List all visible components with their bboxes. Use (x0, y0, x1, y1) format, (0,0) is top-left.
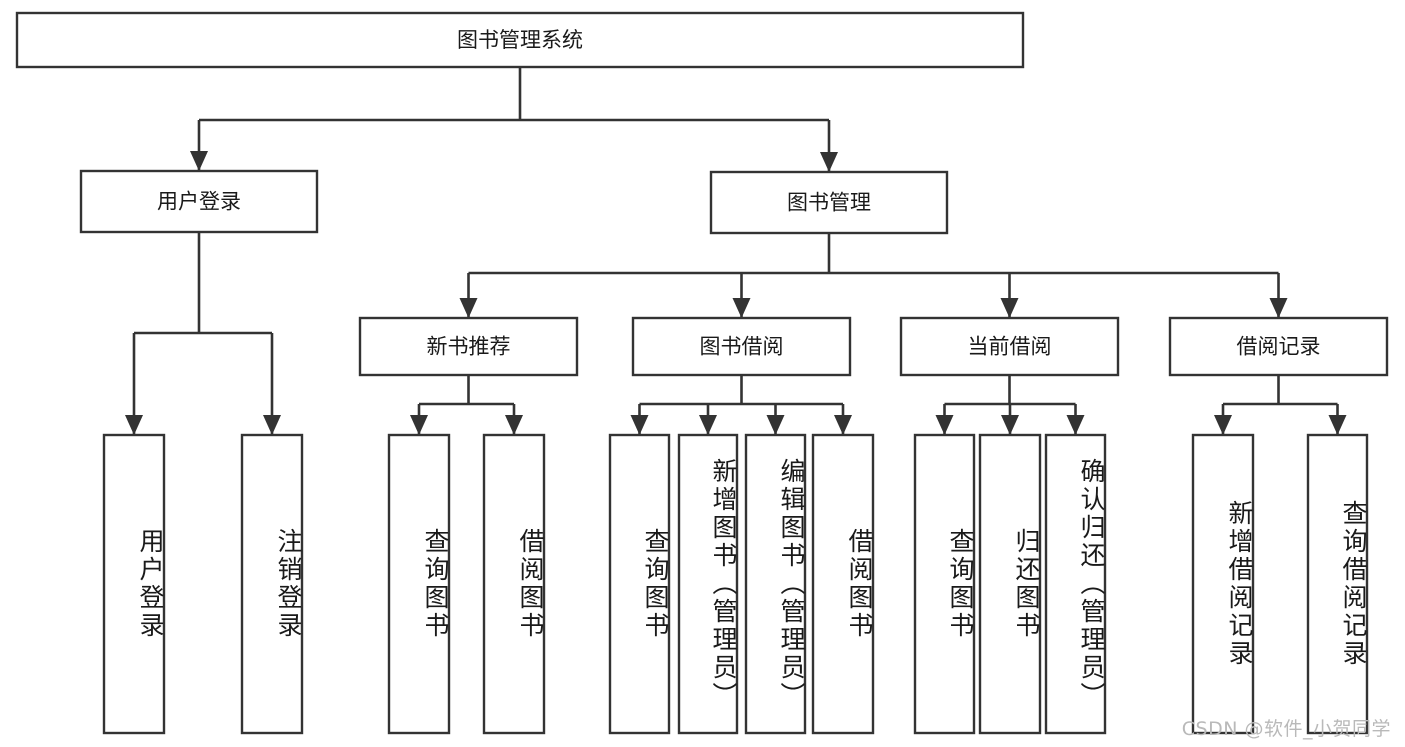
node-label-bb-borrow-book: 借阅图书 (845, 528, 874, 640)
node-book-manage[interactable]: 图书管理 (709, 170, 949, 235)
arrow-head-icon-bb-borrow-book (834, 415, 852, 435)
node-label-wrap-nbr-query-book: 查询图书 (421, 528, 450, 640)
node-bb-edit-book[interactable]: 编辑图书（管理员） (744, 433, 807, 735)
node-cb-confirm-ret[interactable]: 确认归还（管理员） (1044, 433, 1107, 735)
node-label-user-login: 用户登录 (157, 190, 241, 214)
node-box-current-borrow (899, 316, 1120, 377)
node-label-wrap-bb-borrow-book: 借阅图书 (845, 528, 874, 640)
node-box-bb-borrow-book (811, 433, 875, 735)
node-label-wrap-nbr-borrow-book: 借阅图书 (516, 528, 545, 640)
node-label-user-logout: 注销登录 (274, 528, 303, 640)
arrow-head-icon-bb-edit-book (766, 415, 785, 435)
node-nbr-query-book[interactable]: 查询图书 (387, 433, 451, 735)
node-label-new-book-rec: 新书推荐 (427, 335, 511, 359)
node-label-nbr-borrow-book: 借阅图书 (516, 528, 545, 640)
node-user-logout[interactable]: 注销登录 (240, 433, 304, 735)
arrow-head-icon-cb-query-book (935, 415, 954, 435)
node-cb-query-book[interactable]: 查询图书 (913, 433, 976, 735)
arrow-head-icon-user-login (190, 151, 208, 171)
arrow-head-icon-nbr-borrow-book (505, 415, 523, 435)
node-label-bb-query-book: 查询图书 (641, 528, 670, 640)
node-label-wrap-cb-query-book: 查询图书 (946, 528, 975, 640)
node-label-book-borrow: 图书借阅 (700, 335, 784, 359)
node-label-br-query-record: 查询借阅记录 (1339, 500, 1368, 668)
node-user-login[interactable]: 用户登录 (79, 169, 319, 234)
arrow-head-icon-user-logout (263, 415, 281, 435)
node-box-bb-edit-book (744, 433, 807, 735)
node-label-cb-confirm-ret: 确认归还（管理员） (1077, 458, 1106, 710)
node-bb-borrow-book[interactable]: 借阅图书 (811, 433, 875, 735)
node-box-book-borrow (631, 316, 852, 377)
node-box-user-logout (240, 433, 304, 735)
arrow-head-icon-book-manage (820, 152, 838, 172)
node-box-bb-query-book (608, 433, 671, 735)
node-label-root: 图书管理系统 (457, 28, 583, 52)
node-br-add-record[interactable]: 新增借阅记录 (1191, 433, 1255, 735)
arrow-head-icon-bb-add-book (699, 415, 717, 435)
arrow-head-icon-borrow-record (1269, 298, 1288, 318)
arrow-head-icon-cb-confirm-ret (1066, 415, 1085, 435)
node-label-user-login-do: 用户登录 (136, 528, 165, 640)
node-box-root (15, 11, 1025, 69)
node-label-wrap-br-query-record: 查询借阅记录 (1339, 500, 1368, 668)
node-new-book-rec[interactable]: 新书推荐 (358, 316, 579, 377)
node-label-current-borrow: 当前借阅 (968, 335, 1052, 359)
arrow-head-icon-current-borrow (1000, 298, 1019, 318)
node-box-br-add-record (1191, 433, 1255, 735)
node-box-borrow-record (1168, 316, 1389, 377)
node-current-borrow[interactable]: 当前借阅 (899, 316, 1120, 377)
node-box-br-query-record (1306, 433, 1369, 735)
node-root[interactable]: 图书管理系统 (15, 11, 1025, 69)
node-box-cb-query-book (913, 433, 976, 735)
node-label-cb-return-book: 归还图书 (1012, 528, 1041, 640)
arrow-head-icon-bb-query-book (630, 415, 649, 435)
node-label-bb-edit-book: 编辑图书（管理员） (777, 458, 806, 710)
node-label-wrap-br-add-record: 新增借阅记录 (1225, 500, 1254, 668)
node-label-bb-add-book: 新增图书（管理员） (709, 458, 738, 710)
node-book-borrow[interactable]: 图书借阅 (631, 316, 852, 377)
node-br-query-record[interactable]: 查询借阅记录 (1306, 433, 1369, 735)
node-label-wrap-user-login-do: 用户登录 (136, 528, 165, 640)
arrow-head-icon-nbr-query-book (410, 415, 428, 435)
edges-layer (125, 67, 1347, 435)
arrow-head-icon-br-add-record (1214, 415, 1232, 435)
arrow-head-icon-cb-return-book (1001, 415, 1019, 435)
node-label-cb-query-book: 查询图书 (946, 528, 975, 640)
watermark-text: CSDN @软件_小贺同学 (1181, 718, 1391, 740)
arrow-head-icon-br-query-record (1328, 415, 1347, 435)
node-box-user-login-do (102, 433, 166, 735)
node-box-bb-add-book (677, 433, 739, 735)
node-user-login-do[interactable]: 用户登录 (102, 433, 166, 735)
node-label-borrow-record: 借阅记录 (1237, 335, 1321, 359)
nodes-layer: 图书管理系统用户登录用户登录注销登录图书管理新书推荐查询图书借阅图书图书借阅查询… (15, 11, 1389, 735)
node-label-book-manage: 图书管理 (787, 191, 871, 215)
node-box-cb-return-book (978, 433, 1042, 735)
node-box-nbr-borrow-book (482, 433, 546, 735)
node-borrow-record[interactable]: 借阅记录 (1168, 316, 1389, 377)
node-label-wrap-cb-confirm-ret: 确认归还（管理员） (1077, 458, 1106, 710)
node-label-wrap-bb-edit-book: 编辑图书（管理员） (777, 458, 806, 710)
node-bb-query-book[interactable]: 查询图书 (608, 433, 671, 735)
arrow-head-icon-user-login-do (125, 415, 143, 435)
node-bb-add-book[interactable]: 新增图书（管理员） (677, 433, 739, 735)
node-box-nbr-query-book (387, 433, 451, 735)
node-cb-return-book[interactable]: 归还图书 (978, 433, 1042, 735)
node-label-wrap-bb-query-book: 查询图书 (641, 528, 670, 640)
node-nbr-borrow-book[interactable]: 借阅图书 (482, 433, 546, 735)
node-label-wrap-cb-return-book: 归还图书 (1012, 528, 1041, 640)
node-box-book-manage (709, 170, 949, 235)
node-box-new-book-rec (358, 316, 579, 377)
arrow-head-icon-new-book-rec (459, 298, 478, 318)
node-label-br-add-record: 新增借阅记录 (1225, 500, 1254, 668)
node-box-cb-confirm-ret (1044, 433, 1107, 735)
node-label-wrap-user-logout: 注销登录 (274, 528, 303, 640)
node-label-nbr-query-book: 查询图书 (421, 528, 450, 640)
node-label-wrap-bb-add-book: 新增图书（管理员） (709, 458, 738, 710)
node-box-user-login (79, 169, 319, 234)
arrow-head-icon-book-borrow (732, 298, 751, 318)
